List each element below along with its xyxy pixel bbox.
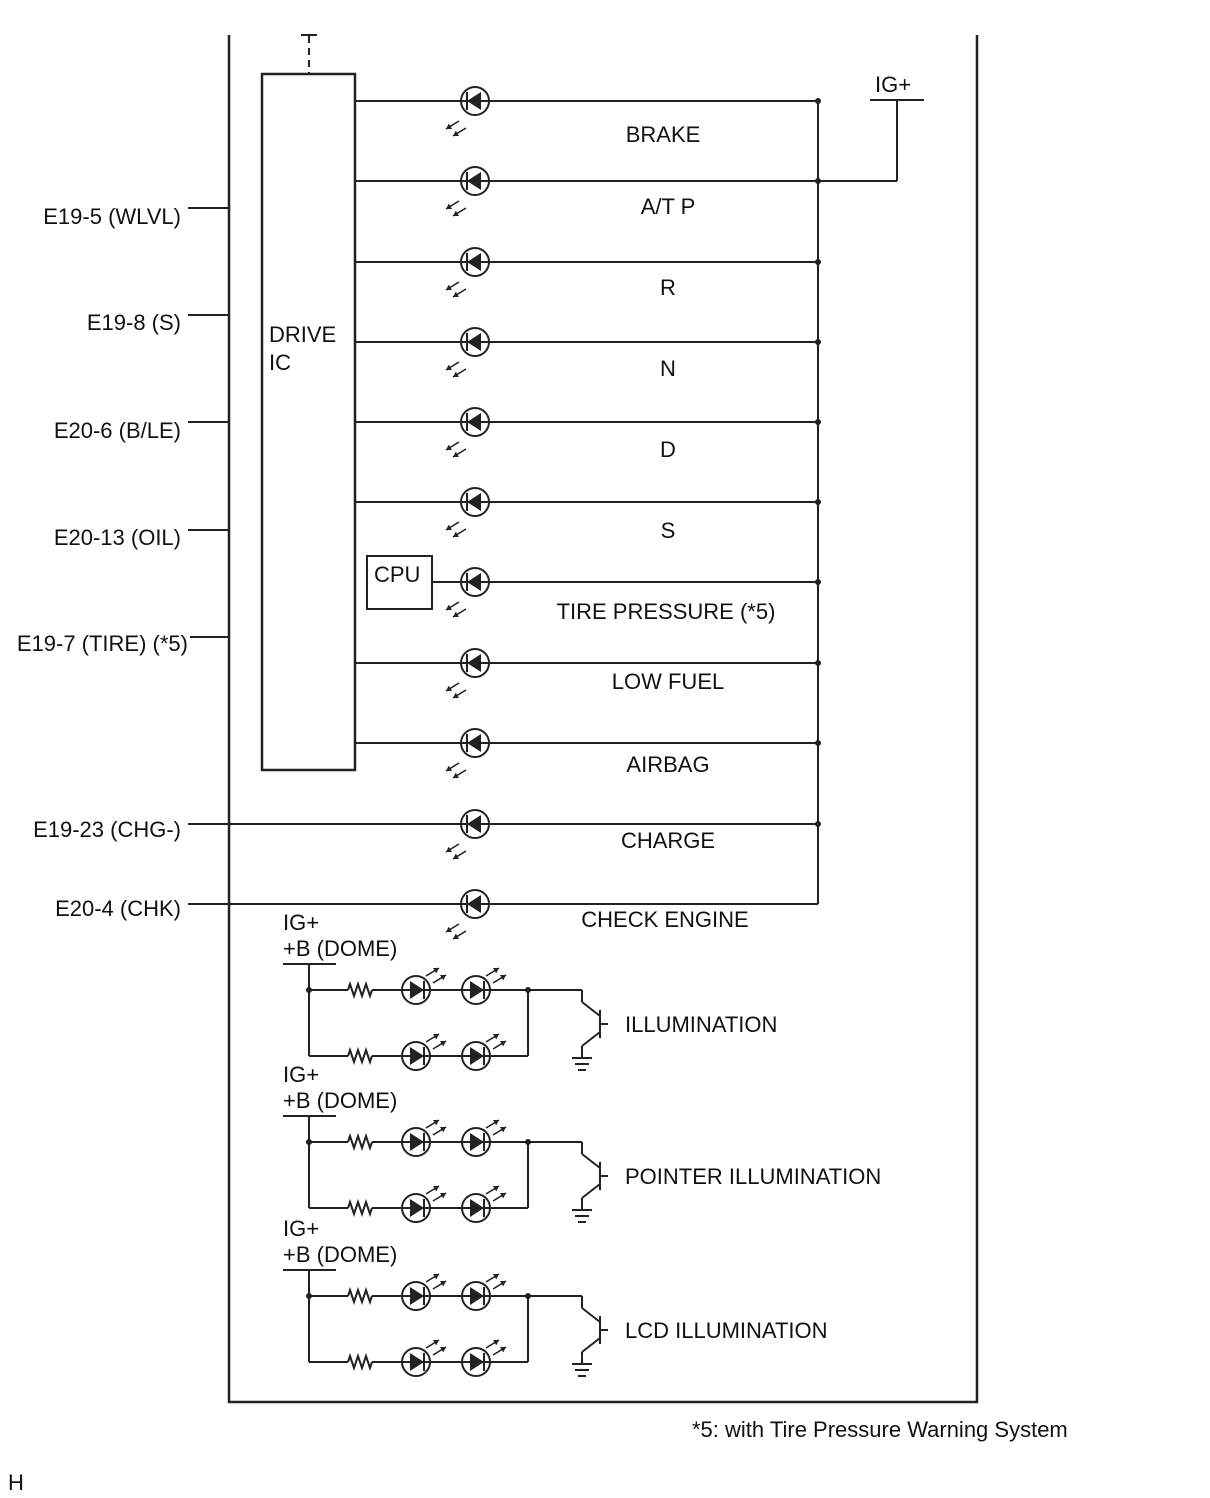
indicator-label: AIRBAG bbox=[626, 752, 709, 777]
drive-ic-label-line1: DRIVE bbox=[269, 322, 336, 347]
indicator-label: R bbox=[660, 275, 676, 300]
indicator-row: LOW FUEL bbox=[355, 648, 821, 699]
indicator-row: BRAKE bbox=[355, 86, 821, 147]
illumination-supply-bottom: +B (DOME) bbox=[283, 1242, 397, 1267]
indicator-row: S bbox=[355, 487, 821, 543]
input-label: E20-6 (B/LE) bbox=[54, 418, 181, 443]
illumination-led-icon bbox=[401, 1119, 447, 1157]
indicator-led-icon bbox=[445, 648, 490, 699]
illumination-led-icon bbox=[401, 967, 447, 1005]
drive-ic-box bbox=[260, 72, 357, 772]
illumination-label: LCD ILLUMINATION bbox=[625, 1318, 828, 1343]
indicator-row: TIRE PRESSURE (*5) bbox=[432, 567, 821, 624]
illumination-led-icon bbox=[401, 1033, 447, 1071]
input-label: E19-23 (CHG-) bbox=[33, 817, 181, 842]
cpu-label: CPU bbox=[374, 562, 420, 587]
illumination-label: POINTER ILLUMINATION bbox=[625, 1164, 881, 1189]
indicator-led-icon bbox=[445, 567, 490, 618]
indicator-label: TIRE PRESSURE (*5) bbox=[557, 599, 776, 624]
indicator-led-icon bbox=[445, 889, 490, 940]
input-label: E19-8 (S) bbox=[87, 310, 181, 335]
illumination-led-icon bbox=[401, 1339, 447, 1377]
input-label: E19-5 (WLVL) bbox=[43, 204, 181, 229]
transistor-icon bbox=[581, 990, 608, 1058]
resistor-icon bbox=[347, 1352, 373, 1372]
indicator-row: D bbox=[355, 407, 821, 462]
indicator-led-icon bbox=[445, 487, 490, 538]
transistor-icon bbox=[581, 1296, 608, 1364]
indicator-row: AIRBAG bbox=[355, 728, 821, 779]
indicator-label: N bbox=[660, 356, 676, 381]
corner-mark: H bbox=[8, 1470, 24, 1495]
illumination-group: IG++B (DOME) LCD ILLUMINATION bbox=[283, 1216, 828, 1377]
resistor-icon bbox=[347, 1132, 373, 1152]
indicator-led-icon bbox=[445, 407, 490, 458]
illumination-led-icon bbox=[461, 1119, 507, 1157]
ground-icon bbox=[572, 1209, 592, 1223]
input-terminal: E20-4 (CHK) bbox=[55, 896, 262, 921]
illumination-led-icon bbox=[401, 1185, 447, 1223]
indicator-led-icon bbox=[445, 327, 490, 378]
resistor-icon bbox=[347, 1286, 373, 1306]
indicator-label: S bbox=[661, 518, 676, 543]
illumination-group: IG++B (DOME) POINTER ILLUMINATION bbox=[283, 1062, 881, 1223]
indicator-label: D bbox=[660, 437, 676, 462]
resistor-icon bbox=[347, 980, 373, 1000]
indicator-row: A/T P bbox=[355, 166, 821, 219]
input-label: E20-13 (OIL) bbox=[54, 525, 181, 550]
illumination-supply-top: IG+ bbox=[283, 1216, 319, 1241]
input-terminal: E20-6 (B/LE) bbox=[54, 418, 229, 443]
illumination-led-icon bbox=[461, 1273, 507, 1311]
ig-plus-top-label: IG+ bbox=[875, 72, 911, 97]
indicator-row: CHECK ENGINE bbox=[188, 889, 818, 940]
illumination-led-icon bbox=[461, 1339, 507, 1377]
input-terminal: E19-5 (WLVL) bbox=[43, 204, 229, 229]
illumination-led-icon bbox=[461, 1033, 507, 1071]
illumination-led-icon bbox=[461, 967, 507, 1005]
indicator-led-icon bbox=[445, 166, 490, 217]
illumination-supply-bottom: +B (DOME) bbox=[283, 936, 397, 961]
ground-icon bbox=[572, 1057, 592, 1071]
indicator-label: CHECK ENGINE bbox=[581, 907, 748, 932]
illumination-label: ILLUMINATION bbox=[625, 1012, 777, 1037]
indicator-row: R bbox=[355, 247, 821, 300]
drive-ic-label-line2: IC bbox=[269, 350, 291, 375]
illumination-led-icon bbox=[461, 1185, 507, 1223]
indicator-label: A/T P bbox=[641, 194, 696, 219]
indicator-label: BRAKE bbox=[626, 122, 701, 147]
transistor-icon bbox=[581, 1142, 608, 1210]
indicator-led-icon bbox=[445, 809, 490, 860]
illumination-led-icon bbox=[401, 1273, 447, 1311]
indicator-label: CHARGE bbox=[621, 828, 715, 853]
indicator-row: CHARGE bbox=[188, 809, 821, 860]
footnote: *5: with Tire Pressure Warning System bbox=[692, 1417, 1068, 1442]
illumination-supply-top: IG+ bbox=[283, 910, 319, 935]
indicator-led-icon bbox=[445, 86, 490, 137]
component-boundary bbox=[227, 35, 979, 1404]
input-label: E19-7 (TIRE) (*5) bbox=[17, 631, 188, 656]
indicator-label: LOW FUEL bbox=[612, 669, 724, 694]
input-terminal: E19-23 (CHG-) bbox=[33, 817, 262, 842]
input-terminal: E19-7 (TIRE) (*5) bbox=[17, 631, 229, 656]
resistor-icon bbox=[347, 1198, 373, 1218]
illumination-supply-top: IG+ bbox=[283, 1062, 319, 1087]
input-label: E20-4 (CHK) bbox=[55, 896, 181, 921]
illumination-supply-bottom: +B (DOME) bbox=[283, 1088, 397, 1113]
illumination-group: IG++B (DOME) ILLUMINATION bbox=[283, 910, 777, 1071]
resistor-icon bbox=[347, 1046, 373, 1066]
indicator-row: N bbox=[355, 327, 821, 381]
input-terminal: E19-8 (S) bbox=[87, 310, 229, 335]
input-terminal: E20-13 (OIL) bbox=[54, 525, 229, 550]
indicator-led-icon bbox=[445, 247, 490, 298]
ground-icon bbox=[572, 1363, 592, 1377]
indicator-led-icon bbox=[445, 728, 490, 779]
